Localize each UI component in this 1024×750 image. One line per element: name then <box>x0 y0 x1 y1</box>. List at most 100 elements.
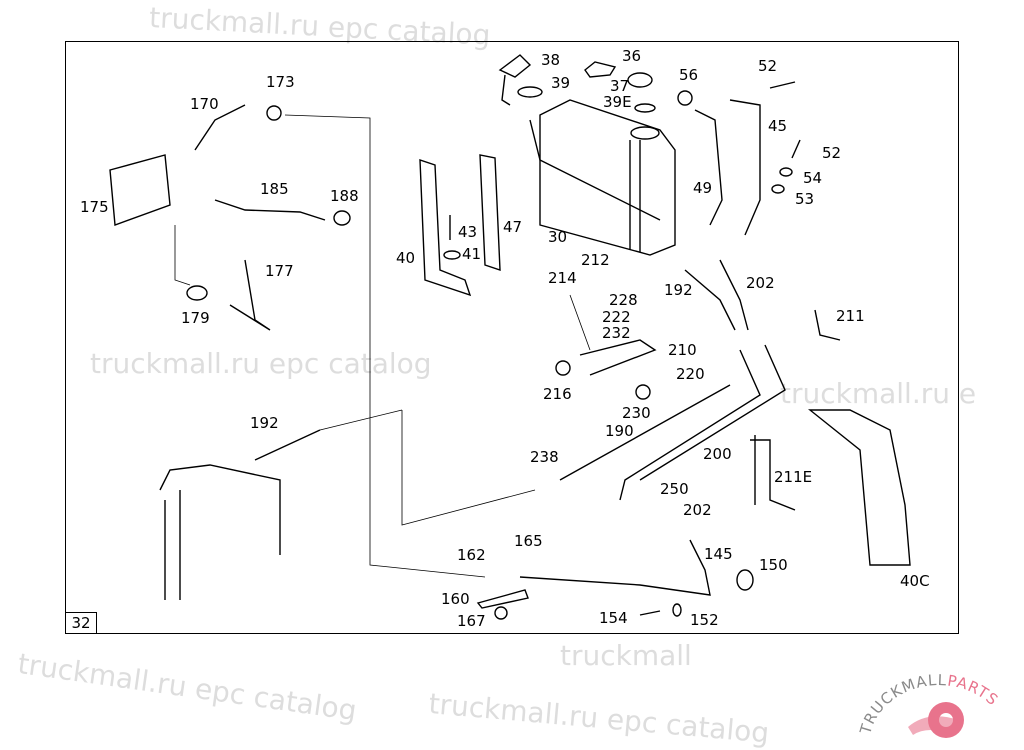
nut-part-230 <box>635 384 651 400</box>
cap-part-38 <box>498 54 532 106</box>
part-label[interactable]: 39 <box>551 74 571 92</box>
part-label[interactable]: 45 <box>768 117 788 135</box>
part-label[interactable]: 212 <box>581 251 610 269</box>
strap-part-45 <box>729 99 761 236</box>
part-label[interactable]: 43 <box>458 223 478 241</box>
part-label[interactable]: 154 <box>599 609 628 627</box>
strap-part-49 <box>694 109 723 226</box>
hose-part-177 <box>229 259 271 331</box>
part-label[interactable]: 40 <box>396 249 416 267</box>
part-label[interactable]: 162 <box>457 546 486 564</box>
bracket-part-40 <box>419 159 472 297</box>
hose-part-202 <box>684 259 749 331</box>
part-label[interactable]: 190 <box>605 422 634 440</box>
part-label[interactable]: 216 <box>543 385 572 403</box>
cap-part-37 <box>627 72 653 88</box>
washer-part-39 <box>517 86 543 98</box>
part-label[interactable]: 49 <box>693 179 713 197</box>
nut-part-56 <box>677 90 693 106</box>
part-label[interactable]: 211E <box>774 468 813 486</box>
part-label[interactable]: 177 <box>265 262 294 280</box>
radiator <box>159 464 281 600</box>
gasket-part-150 <box>736 569 754 591</box>
clamp-part-179 <box>186 285 208 301</box>
part-label[interactable]: 36 <box>622 47 642 65</box>
bolt-part-154 <box>639 610 661 616</box>
truckmall-parts-logo: TRUCKMALLPARTS <box>858 671 1001 738</box>
part-label[interactable]: 150 <box>759 556 788 574</box>
seal-part-39e <box>634 103 656 113</box>
clamp-part-173 <box>266 105 282 121</box>
part-label[interactable]: 47 <box>503 218 523 236</box>
part-label[interactable]: 160 <box>441 590 470 608</box>
washer-part-53 <box>771 184 785 194</box>
part-label[interactable]: 238 <box>530 448 559 466</box>
hose-part-185 <box>214 199 326 221</box>
part-label[interactable]: 53 <box>795 190 815 208</box>
part-label[interactable]: 167 <box>457 612 486 630</box>
part-label[interactable]: 202 <box>746 274 775 292</box>
part-label[interactable]: 220 <box>676 365 705 383</box>
part-label[interactable]: 170 <box>190 95 219 113</box>
part-label[interactable]: 228 <box>609 291 638 309</box>
part-label[interactable]: 52 <box>822 144 842 162</box>
diagram-frame <box>65 41 959 634</box>
part-label[interactable]: 40C <box>900 572 930 590</box>
cap-part-36 <box>584 61 617 78</box>
bracket-part-210 <box>579 339 657 376</box>
pipe-part-200 <box>619 344 786 501</box>
part-label[interactable]: 192 <box>664 281 693 299</box>
watermark: truckmall <box>560 639 692 672</box>
part-label[interactable]: 200 <box>703 445 732 463</box>
pipe-part-190 <box>559 384 731 481</box>
part-label[interactable]: 165 <box>514 532 543 550</box>
bolt-part-52b <box>791 139 801 159</box>
part-label[interactable]: 152 <box>690 611 719 629</box>
watermark: truckmall.ru epc catalog <box>90 347 432 380</box>
expansion-tank-part-30 <box>529 99 676 256</box>
part-label[interactable]: 188 <box>330 187 359 205</box>
bracket-part-211e <box>750 435 796 511</box>
part-label[interactable]: 214 <box>548 269 577 287</box>
nut-part-216 <box>555 360 571 376</box>
pipe-part-145 <box>519 539 711 596</box>
bracket-part-47 <box>479 154 501 271</box>
bolt-part-52 <box>769 81 796 89</box>
gear-icon <box>908 702 964 738</box>
part-label[interactable]: 30 <box>548 228 568 246</box>
watermark: truckmall.ru e <box>780 377 977 410</box>
part-label[interactable]: 211 <box>836 307 865 325</box>
part-label[interactable]: 232 <box>602 324 631 342</box>
bracket-part-211 <box>814 309 841 341</box>
part-label[interactable]: 41 <box>462 245 482 263</box>
clamp-part-188 <box>333 210 351 226</box>
hose-part-170 <box>194 104 246 151</box>
part-label[interactable]: 37 <box>610 77 630 95</box>
part-label[interactable]: 210 <box>668 341 697 359</box>
part-label[interactable]: 56 <box>679 66 699 84</box>
hose-part-192 <box>254 429 321 461</box>
part-label[interactable]: 230 <box>622 404 651 422</box>
part-label[interactable]: 185 <box>260 180 289 198</box>
part-label[interactable]: 54 <box>803 169 823 187</box>
part-label[interactable]: 39E <box>603 93 632 111</box>
nut-part-167 <box>494 606 508 620</box>
part-label[interactable]: 38 <box>541 51 561 69</box>
part-label[interactable]: 202 <box>683 501 712 519</box>
bracket-part-40c <box>808 409 911 566</box>
part-label[interactable]: 250 <box>660 480 689 498</box>
washer-part-41 <box>443 250 461 260</box>
leader-lines <box>174 114 591 578</box>
bracket-part-160 <box>476 589 529 609</box>
page-number: 32 <box>66 612 97 634</box>
heater-part-175 <box>109 154 171 226</box>
part-label[interactable]: 52 <box>758 57 778 75</box>
part-label[interactable]: 222 <box>602 308 631 326</box>
part-label[interactable]: 173 <box>266 73 295 91</box>
part-label[interactable]: 145 <box>704 545 733 563</box>
part-label[interactable]: 192 <box>250 414 279 432</box>
part-label[interactable]: 179 <box>181 309 210 327</box>
washer-part-152 <box>672 603 682 617</box>
part-label[interactable]: 175 <box>80 198 109 216</box>
